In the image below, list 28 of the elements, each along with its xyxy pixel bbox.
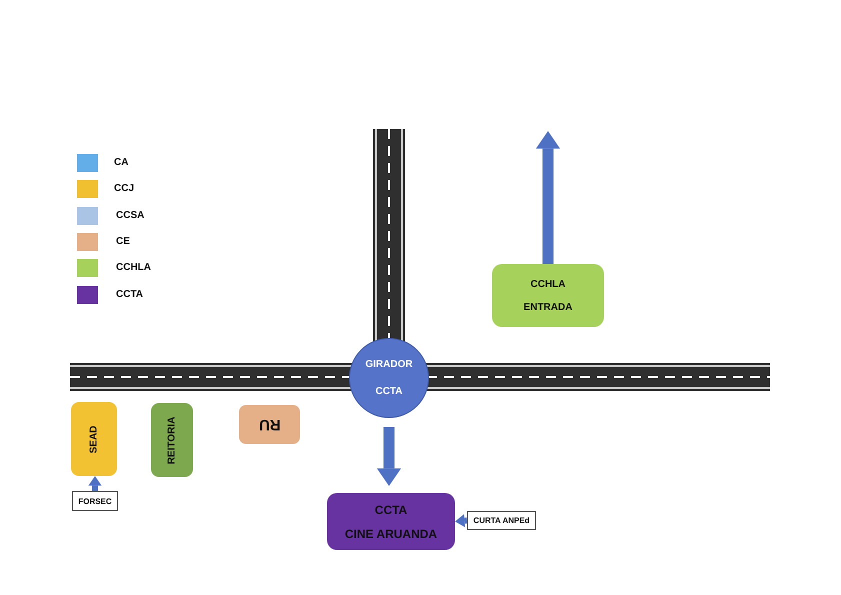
building-name: CCTA (375, 386, 403, 397)
legend-label: CCHLA (116, 262, 151, 273)
building-name: CCTA (374, 502, 408, 516)
building-name: CINE ARUANDA (344, 526, 438, 540)
label-box (72, 491, 118, 511)
building-name: CURTA ANPEd (473, 516, 530, 525)
legend-label: CCTA (116, 289, 144, 300)
arrow (536, 131, 560, 264)
arrow (88, 476, 102, 491)
legend-label: CCJ (114, 183, 134, 194)
building-box (151, 403, 193, 477)
arrow (455, 514, 468, 528)
building-name: RU (258, 416, 280, 433)
building-box (71, 402, 117, 476)
legend-label: CA (114, 157, 128, 168)
arrow (376, 427, 402, 486)
building-box (239, 405, 300, 444)
building-name: FORSEC (78, 496, 112, 506)
legend-label: CCSA (116, 210, 144, 221)
building-name: REITORIA (166, 416, 178, 464)
building-name: SEAD (88, 425, 100, 453)
building-box (327, 493, 455, 550)
building-box (492, 264, 604, 327)
building-name: ENTRADA (524, 302, 572, 312)
label-box (467, 511, 536, 530)
building-name: GIRADOR (365, 359, 413, 370)
building-name: CCHLA (530, 278, 566, 290)
legend-label: CE (116, 236, 130, 247)
